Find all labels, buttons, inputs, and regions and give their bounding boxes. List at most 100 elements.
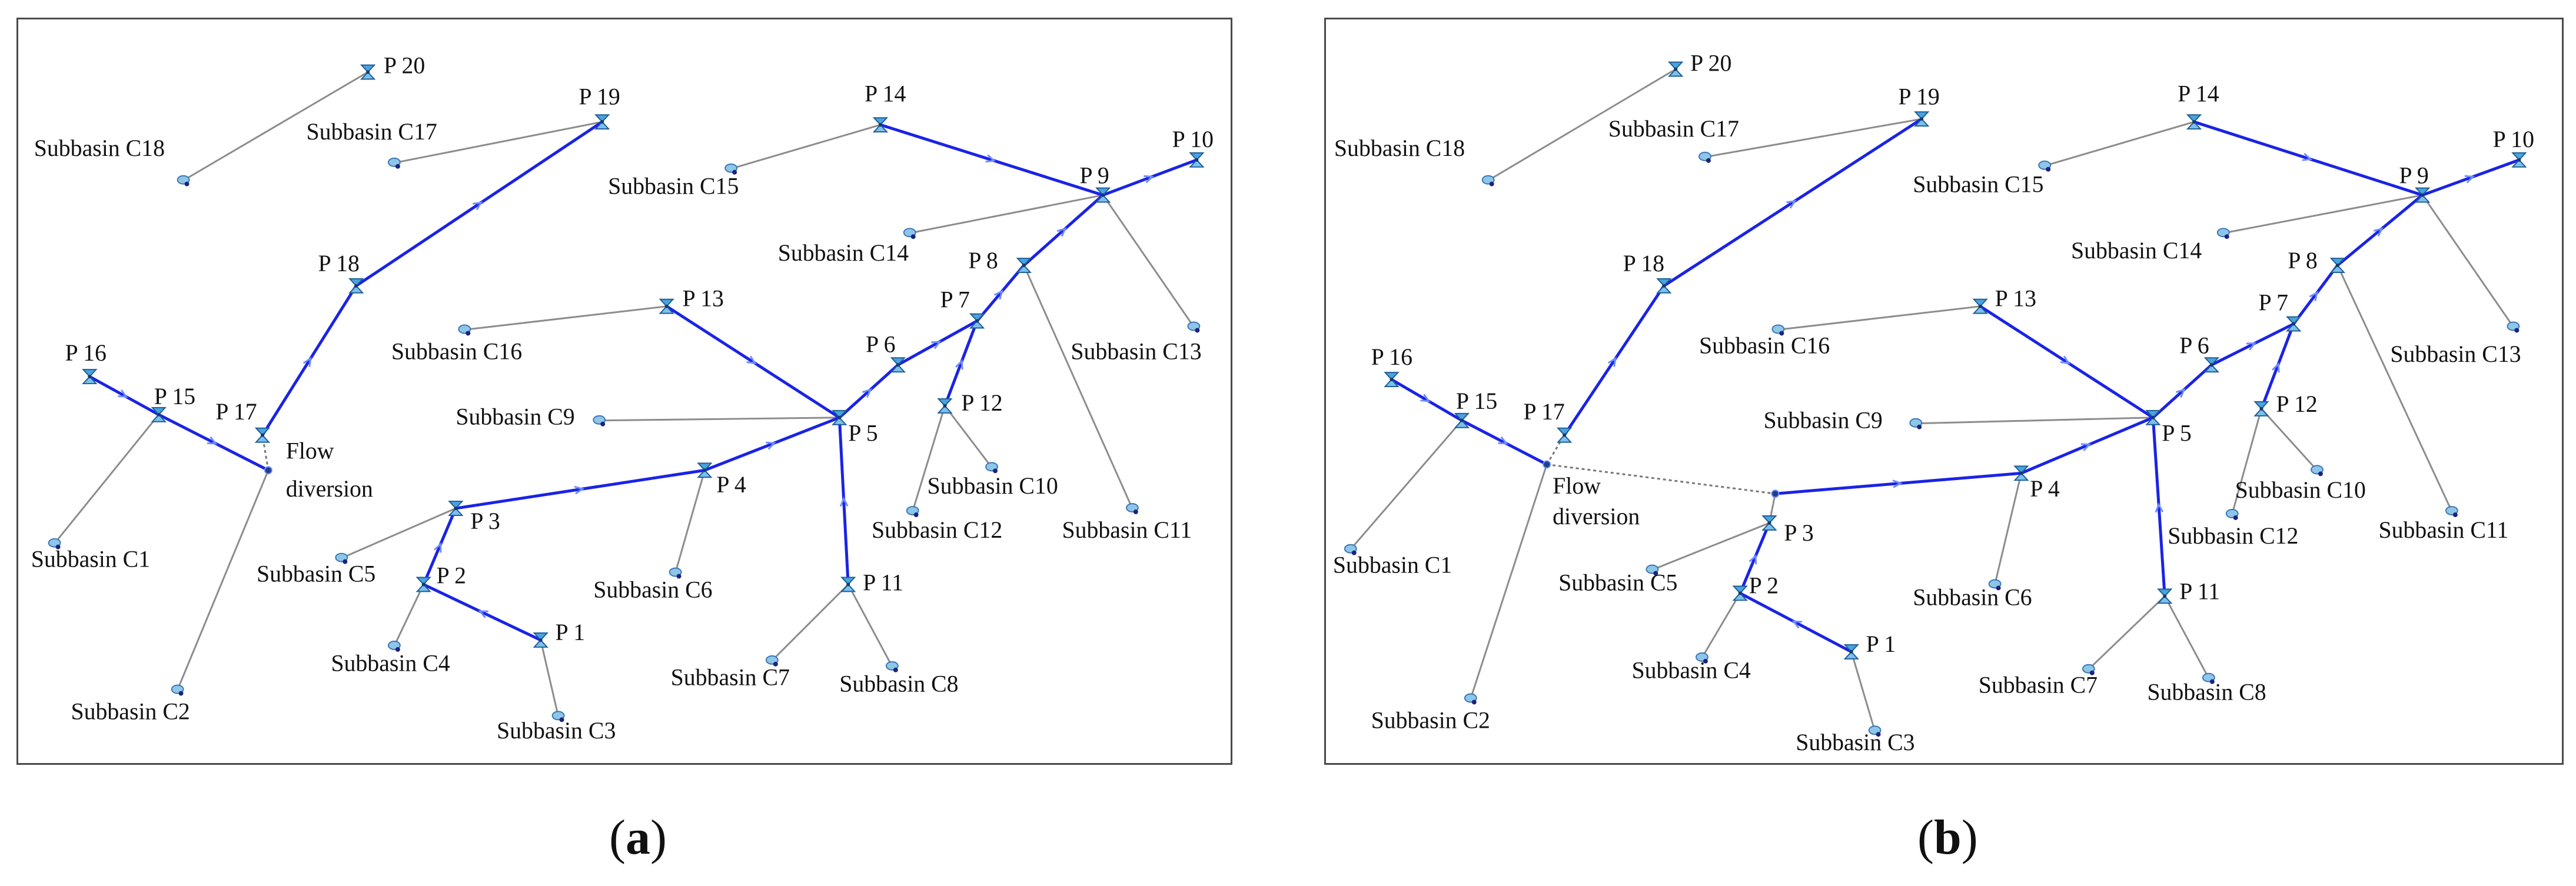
subbasin-icon-c11 — [1125, 503, 1139, 515]
junction-icon-p1 — [533, 632, 549, 648]
subbasin-label-c15: Subbasin C15 — [608, 174, 739, 199]
link-c4-p2 — [1701, 592, 1741, 658]
subbasin-label-c16: Subbasin C16 — [391, 338, 522, 364]
junction-icon-top-p14 — [872, 117, 889, 126]
subbasin-icon-c14 — [903, 228, 916, 239]
subbasin-label-c11: Subbasin C11 — [2378, 517, 2508, 543]
subbasin-icon-c12 — [2225, 509, 2239, 520]
junction-icon-p18 — [348, 278, 364, 294]
junction-icon-bottom-p1 — [533, 639, 549, 648]
junction-icon-bottom-p2 — [1732, 592, 1748, 601]
subbasin-label-c6: Subbasin C6 — [593, 577, 712, 602]
junction-icon-core-p14 — [878, 123, 882, 127]
link-c3-p1 — [540, 639, 559, 717]
reach-arrow-p5-p6 — [862, 388, 872, 398]
junction-icon-top-p13 — [659, 298, 674, 308]
network-diagram-a: P 1P 2P 3P 4P 5P 6P 7P 8P 9P 10P 11P 12P… — [31, 53, 1214, 744]
junction-icon-top-p8 — [2329, 258, 2346, 267]
reach-arrow-p5-p6 — [2175, 388, 2186, 398]
subbasin-icon-c6 — [669, 567, 682, 579]
junction-icon-core-p13 — [1978, 304, 1982, 308]
junction-icon-bottom-p10 — [1189, 159, 1205, 168]
junction-label-p17: P 17 — [215, 399, 257, 425]
reach-arrow-j-p4 — [1892, 479, 1903, 488]
junction-label-p15: P 15 — [1456, 388, 1497, 414]
junction-icon-bottom-p2 — [416, 583, 431, 592]
link-c5-p3 — [341, 507, 456, 559]
junction-icon-core-p19 — [600, 120, 604, 124]
flow-diversion-label-line1: Flow — [1553, 473, 1601, 499]
subbasin-label-c16: Subbasin C16 — [1699, 332, 1830, 358]
junction-label-p16: P 16 — [1371, 344, 1412, 370]
junction-label-p8: P 8 — [2288, 248, 2318, 274]
junction-icon-p3 — [1761, 515, 1777, 531]
node-layer-a — [48, 64, 1205, 722]
reach-arrow-p12-p7 — [2272, 362, 2280, 373]
junction-icon-top-p18 — [348, 278, 364, 287]
junction-icon-bottom-p14 — [2186, 121, 2202, 130]
junction-icon-top-p6 — [2203, 357, 2220, 366]
junction-icon-top-p11 — [840, 577, 856, 585]
junction-icon-p9 — [1095, 187, 1111, 203]
reach-p3-p4 — [455, 468, 705, 510]
reach-arrow-p17-p18 — [1607, 357, 1617, 367]
reach-p4-p5 — [2020, 416, 2154, 475]
link-c12-p12 — [2231, 408, 2262, 515]
junction-icon-bottom-p18 — [348, 285, 364, 294]
link-c11-p8 — [1023, 265, 1134, 509]
subbasin-label-c8: Subbasin C8 — [2147, 680, 2266, 705]
junction-icon-top-p10 — [2511, 152, 2527, 161]
reach-p2-p3 — [1739, 522, 1771, 594]
junction-icon-core-p1 — [1849, 649, 1853, 654]
junction-icon-bottom-p8 — [2329, 264, 2346, 273]
junction-icon-core-p11 — [846, 582, 850, 587]
subbasin-icon-c10 — [985, 462, 998, 474]
junction-icon-top-p12 — [937, 398, 953, 407]
subbasin-icon-c1 — [48, 538, 61, 549]
link-c11-p8 — [2336, 265, 2453, 512]
junction-icon-core-p5 — [2151, 415, 2155, 419]
reach-p12-p7 — [943, 320, 979, 407]
subbasin-icon-c18 — [1481, 175, 1495, 186]
link-c3-p1 — [1850, 651, 1876, 731]
junction-icon-p2 — [416, 577, 431, 592]
subbasin-icon-c17 — [1698, 151, 1711, 163]
subbasin-icon-outlet-c8 — [2209, 679, 2215, 684]
subbasin-label-c17: Subbasin C17 — [1608, 116, 1739, 142]
link-c10-p12 — [2261, 408, 2318, 471]
reach-p13-p5 — [666, 305, 840, 419]
junction-label-p3: P 3 — [470, 508, 500, 534]
junction-label-p18: P 18 — [1623, 251, 1664, 277]
junction-icon-top-p9 — [1095, 187, 1111, 196]
junction-label-p14: P 14 — [865, 81, 906, 106]
junction-icon-top-p3 — [448, 501, 464, 509]
junction-icon-bottom-p5 — [832, 417, 847, 425]
junction-icon-top-p14 — [2186, 114, 2202, 123]
junction-icon-bottom-p3 — [448, 507, 464, 516]
junction-icon-p20 — [1667, 61, 1684, 77]
reach-p13-p5 — [1979, 305, 2154, 419]
reach-p15-fd — [158, 413, 269, 472]
junction-icon-core-p19 — [1920, 117, 1924, 121]
subbasin-icon-outlet-c13 — [1195, 328, 1200, 333]
junction-label-p12: P 12 — [961, 390, 1002, 416]
junction-icon-core-p8 — [2335, 264, 2339, 268]
junction-icon-p4 — [2013, 465, 2029, 481]
junction-icon-bottom-p11 — [840, 583, 856, 592]
junction-icon-bottom-p7 — [969, 320, 985, 329]
subbasin-icon-c12 — [906, 506, 919, 517]
reach-p6-p7 — [897, 319, 978, 367]
link-c17-p19 — [394, 121, 603, 164]
subbasin-icon-outlet-c12 — [2233, 515, 2238, 520]
subbasin-icon-c2 — [171, 684, 184, 696]
junction-label-p5: P 5 — [2162, 421, 2192, 447]
junction-icon-bottom-p16 — [1384, 378, 1400, 388]
subbasin-icon-outlet-c16 — [466, 331, 471, 336]
junction-icon-p4 — [697, 462, 713, 478]
junction-icon-top-p17 — [254, 427, 271, 437]
subbasin-icon-outlet-c6 — [676, 574, 682, 579]
reach-arrow-p11-p5 — [839, 497, 849, 507]
junction-icon-core-p17 — [1563, 433, 1567, 437]
subbasin-icon-c18 — [177, 175, 190, 186]
